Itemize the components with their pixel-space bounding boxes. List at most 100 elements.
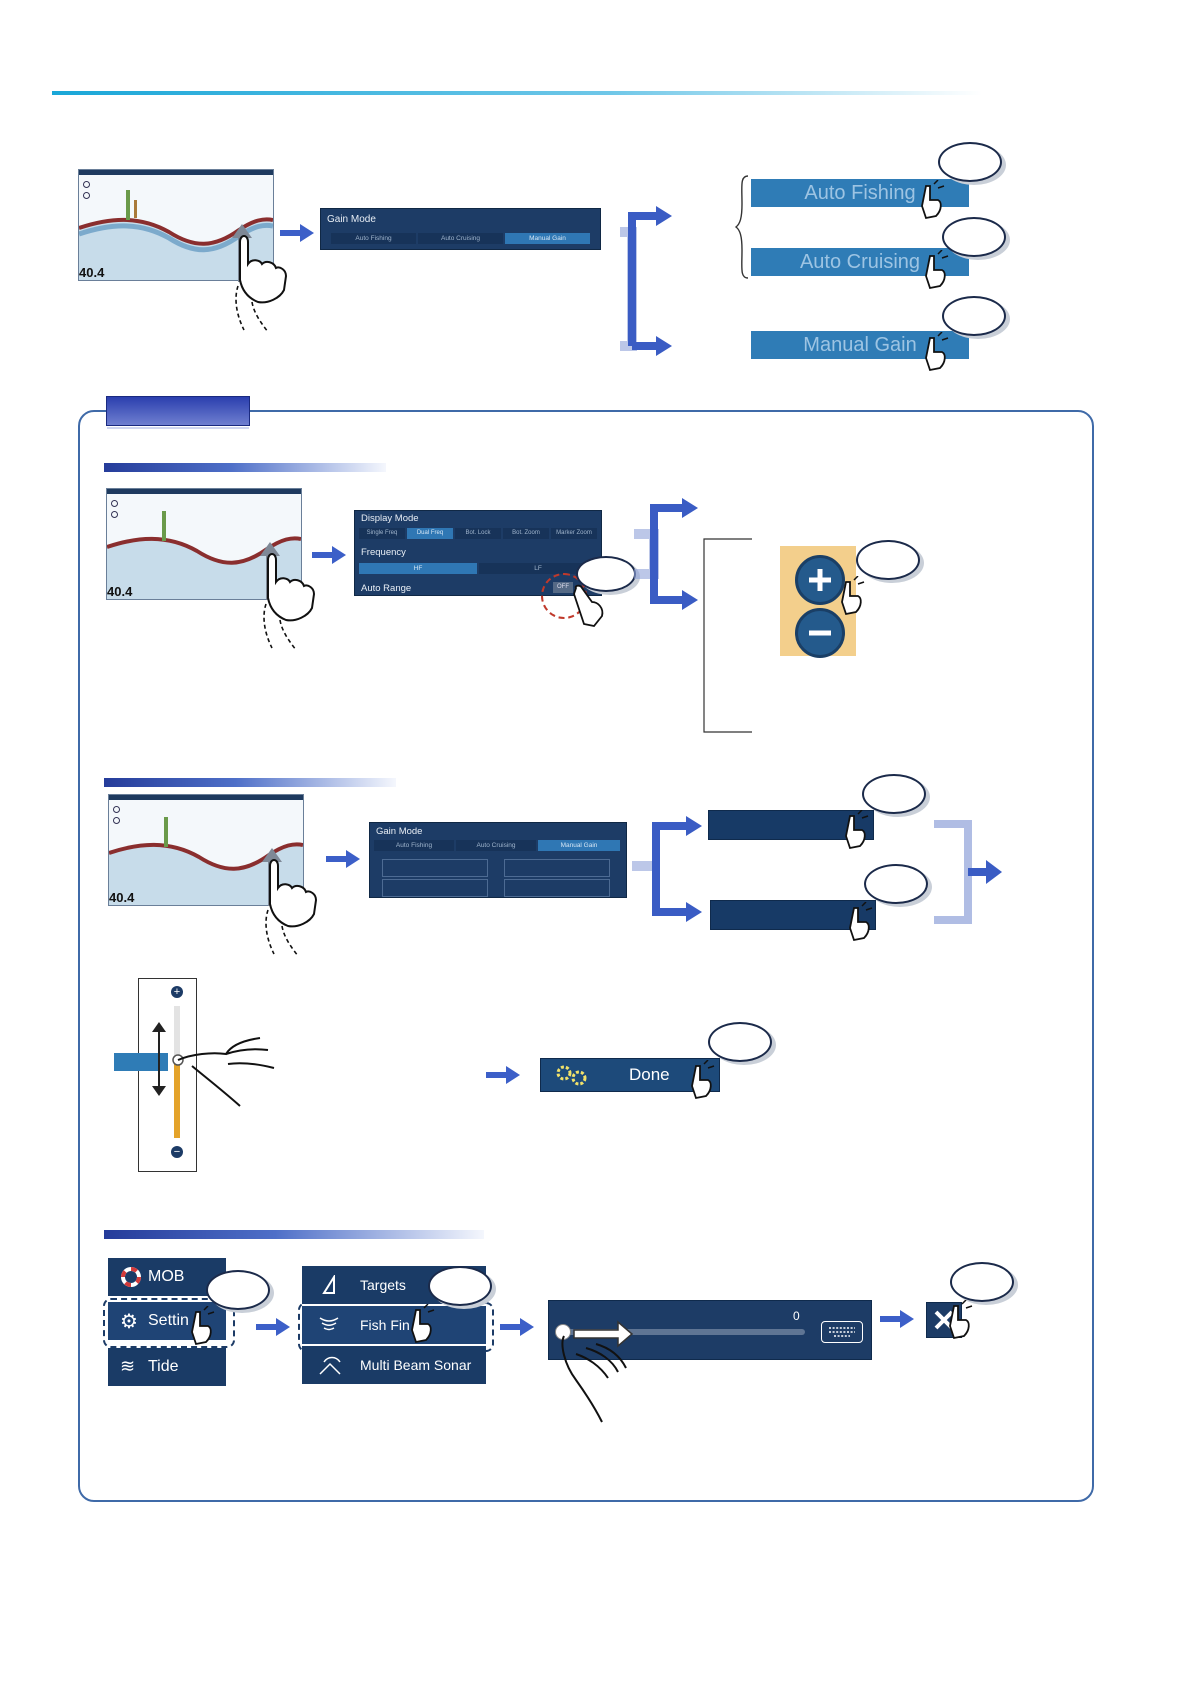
drag-hand-icon — [172, 1037, 275, 1107]
next-step-arrow-icon — [256, 1318, 290, 1336]
menu-item-label: Settin — [148, 1312, 189, 1329]
mode-dual-freq[interactable]: Dual Freq — [407, 528, 453, 539]
slider-box-left-edge — [138, 978, 139, 1171]
callout-bubble — [950, 1262, 1014, 1302]
procedure-frame — [78, 410, 1094, 1502]
sonar-icon — [319, 1356, 341, 1375]
section-bar — [104, 463, 386, 472]
zoom-out-button[interactable] — [795, 608, 845, 658]
tap-hand-icon — [925, 250, 949, 290]
gain-option-auto-fishing[interactable]: Auto Fishing — [331, 233, 416, 244]
gain-option-auto-fishing[interactable]: Auto Fishing — [374, 840, 454, 851]
branch-arrows — [632, 816, 702, 922]
tap-hand-icon — [691, 1060, 715, 1100]
keyboard-button[interactable] — [821, 1321, 863, 1343]
selection-outline — [103, 1298, 235, 1348]
echo-graphic — [79, 175, 273, 280]
zoom-control-box — [780, 546, 856, 658]
mode-bot-zoom[interactable]: Bot. Zoom — [503, 528, 549, 539]
indicator-dot — [111, 500, 118, 507]
done-button[interactable]: Done — [540, 1058, 720, 1092]
slider-track[interactable] — [559, 1329, 805, 1335]
fish-finder-thumbnail[interactable]: 40.4 — [78, 169, 274, 281]
mode-single-freq[interactable]: Single Freq — [359, 528, 405, 539]
callout-bubble — [862, 774, 926, 814]
gain-value-slot-bottom[interactable] — [710, 900, 876, 930]
swipe-up-hand-icon — [232, 224, 288, 333]
plus-icon — [809, 569, 831, 591]
swipe-up-hand-icon — [262, 848, 318, 957]
slider-track-upper — [174, 1006, 180, 1062]
panel-title: Gain Mode — [327, 214, 376, 225]
menu-item-multi-beam-sonar[interactable]: Multi Beam Sonar — [302, 1346, 486, 1384]
branch-arrows — [634, 498, 698, 610]
gain-mode-panel: Gain Mode Auto Fishing Auto Cruising Man… — [320, 208, 601, 250]
menu-item-fish-finder[interactable]: Fish Fin — [302, 1306, 486, 1344]
gain-option-auto-cruising[interactable]: Auto Cruising — [456, 840, 536, 851]
mode-marker-zoom[interactable]: Marker Zoom — [551, 528, 597, 539]
mode-bot-lock[interactable]: Bot. Lock — [455, 528, 501, 539]
life-ring-icon — [121, 1267, 141, 1287]
waves-icon: ≋ — [120, 1356, 136, 1376]
indicator-dot — [83, 192, 90, 199]
next-step-arrow-icon — [500, 1318, 534, 1336]
menu-item-label: Multi Beam Sonar — [360, 1357, 472, 1373]
indicator-dot — [113, 817, 120, 824]
tap-hand-icon — [925, 332, 949, 372]
drag-right-hand-icon — [561, 1320, 634, 1423]
next-step-arrow-icon — [312, 546, 346, 564]
slider-pointer-bar — [114, 1053, 168, 1071]
auto-range-label: Auto Range — [361, 583, 412, 594]
depth-readout: 40.4 — [107, 584, 133, 599]
callout-bubble — [708, 1022, 772, 1062]
gear-icon: ⚙ — [120, 1311, 138, 1333]
zoom-in-button[interactable] — [795, 555, 845, 605]
frame-tab — [106, 396, 250, 429]
manual-gain-button[interactable]: Manual Gain — [751, 331, 969, 359]
tap-hand-icon — [845, 810, 869, 850]
callout-bubble — [206, 1270, 270, 1310]
gain-slot[interactable] — [504, 879, 610, 897]
slider-value: 0 — [793, 1309, 800, 1323]
callout-bubble — [942, 296, 1006, 336]
gain-option-manual-gain[interactable]: Manual Gain — [538, 840, 620, 851]
callout-bubble — [576, 556, 636, 592]
indicator-dot — [111, 511, 118, 518]
tap-hand-icon — [921, 180, 945, 220]
callout-bubble — [856, 540, 920, 580]
minus-icon — [809, 630, 831, 636]
menu-item-mob[interactable]: MOB — [108, 1258, 226, 1296]
grouping-brace — [734, 175, 749, 279]
next-step-arrow-icon — [280, 224, 314, 242]
targets-icon — [322, 1275, 335, 1294]
slider-minus-icon[interactable]: − — [171, 1146, 183, 1158]
frequency-hf[interactable]: HF — [359, 563, 477, 574]
tap-hand-icon — [849, 902, 873, 942]
panel-title: Gain Mode — [376, 826, 423, 837]
callout-bubble — [428, 1266, 492, 1306]
gain-option-auto-cruising[interactable]: Auto Cruising — [418, 233, 503, 244]
gain-slot[interactable] — [504, 859, 610, 877]
done-label: Done — [629, 1065, 670, 1084]
gain-mode-panel: Gain Mode Auto Fishing Auto Cruising Man… — [369, 822, 627, 898]
callout-bubble — [938, 142, 1002, 182]
gain-slot[interactable] — [382, 859, 488, 877]
menu-item-label: MOB — [148, 1268, 185, 1285]
auto-fishing-button[interactable]: Auto Fishing — [751, 179, 969, 207]
frequency-lf[interactable]: LF — [479, 563, 597, 574]
menu-item-label: Tide — [148, 1358, 179, 1375]
fish-finder-icon — [319, 1317, 339, 1331]
gears-icon — [556, 1065, 587, 1086]
tap-hand-icon — [191, 1306, 215, 1346]
display-mode-label: Display Mode — [361, 513, 419, 524]
merge-bracket-arrow — [934, 820, 1002, 924]
gain-slot[interactable] — [382, 879, 488, 897]
gain-option-manual-gain[interactable]: Manual Gain — [505, 233, 590, 244]
menu-item-tide[interactable]: ≋ Tide — [108, 1348, 226, 1386]
slider-track-lower — [174, 1062, 180, 1138]
tap-hand-icon — [573, 584, 604, 627]
slider-plus-icon[interactable]: + — [171, 986, 183, 998]
fish-finder-status-bar — [107, 489, 301, 494]
callout-bubble — [942, 217, 1006, 257]
header-rule — [52, 91, 982, 95]
